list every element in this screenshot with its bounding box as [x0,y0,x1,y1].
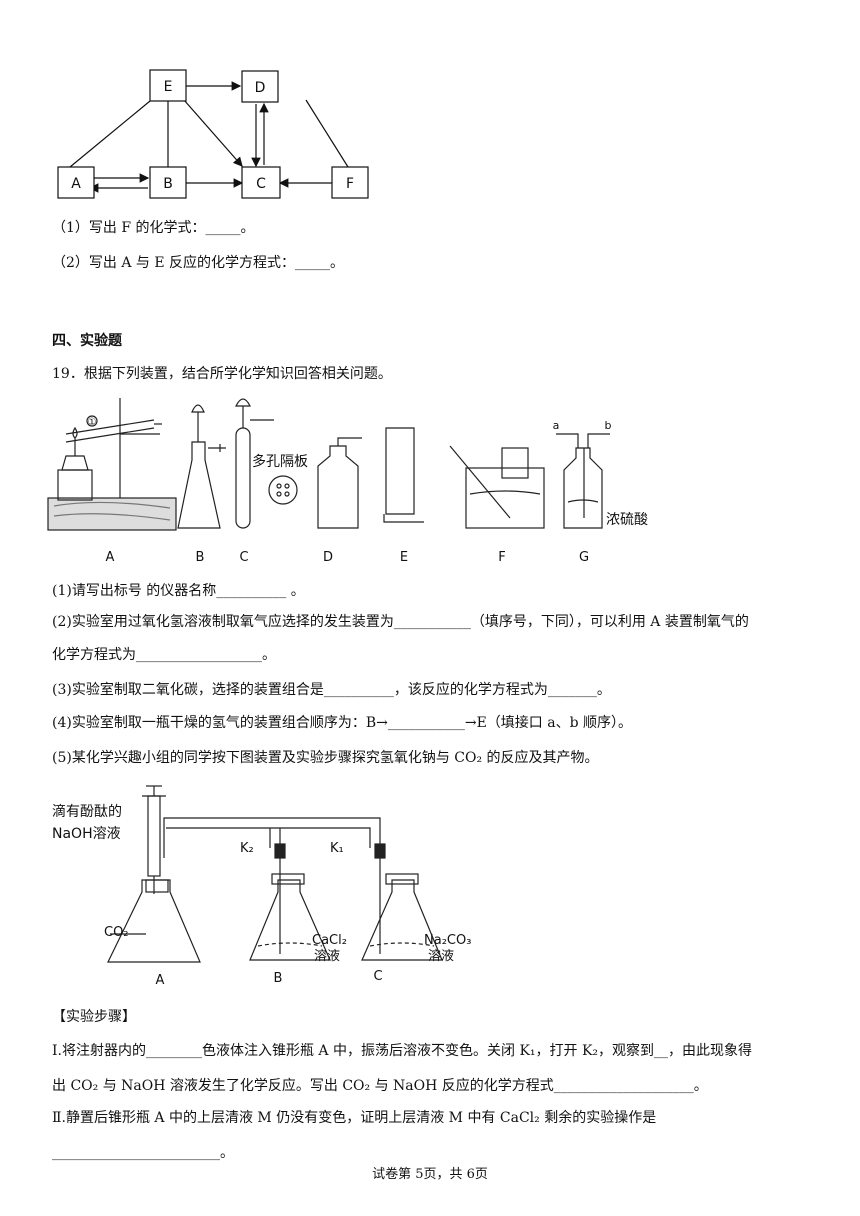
apparatus-label: C [239,550,248,565]
na2co3-solution-label: 溶液 [428,949,454,964]
apparatus-label: F [498,550,505,565]
na2co3-label: Na₂CO₃ [424,933,471,948]
step-i-line2: 出 CO₂ 与 NaOH 溶液发生了化学反应。写出 CO₂ 与 NaOH 反应的… [52,1078,708,1094]
node-label: D [255,80,266,96]
step-ii-line2: ________________________。 [52,1145,234,1161]
steps-title: 【实验步骤】 [52,1009,136,1025]
node-label: F [346,176,354,192]
q18-part1: （1）写出 F 的化学式：_____。 [52,220,255,236]
syringe-label-line1: 滴有酚酞的 [52,803,122,820]
q19-sub2b: 化学方程式为__________________。 [52,647,276,663]
node-F [331,166,369,199]
q19-sub4: (4)实验室制取一瓶干燥的氢气的装置组合顺序为：B→___________→E（… [52,715,633,731]
label-conc-acid: 浓硫酸 [606,512,648,528]
port-label-b: b [605,419,612,432]
step-ii-line1: Ⅱ.静置后锥形瓶 A 中的上层清液 M 仍没有变色，证明上层清液 M 中有 Ca… [52,1110,657,1126]
flask-label: A [156,973,165,988]
relation-diagram: E D A B C F [57,69,369,199]
cacl2-solution-label: 溶液 [314,949,340,964]
node-label: A [71,176,81,192]
cacl2-label: CaCl₂ [312,933,347,948]
node-label: C [256,176,266,192]
label-porous-plate: 多孔隔板 [252,453,308,470]
node-label: E [164,79,173,95]
q18-part2: （2）写出 A 与 E 反应的化学方程式：_____。 [52,255,345,271]
step-i-line1: Ⅰ.将注射器内的________色液体注入锥形瓶 A 中，振荡后溶液不变色。关闭… [52,1043,753,1059]
q19-sub1: (1)请写出标号 的仪器名称__________ 。 [52,583,305,599]
q19-sub5: (5)某化学兴趣小组的同学按下图装置及实验步骤探究氢氧化钠与 CO₂ 的反应及其… [52,750,599,766]
label-marker-1: ① [88,417,97,428]
port-label-a: a [553,419,560,432]
apparatus-label: G [579,550,589,565]
syringe-label-line2: NaOH溶液 [52,826,121,842]
co2-label: CO₂ [104,925,129,940]
q19-sub3: (3)实验室制取二氧化碳，选择的装置组合是__________，该反应的化学方程… [52,682,611,698]
apparatus-label: E [400,550,408,565]
node-label: B [163,176,173,192]
reaction-figure: 滴有酚酞的 NaOH溶液 K₂ K₁ CO₂ CaCl₂ 溶液 Na₂CO₃ 溶… [52,785,471,988]
node-C [241,166,281,199]
node-B [149,166,187,199]
valve-k1-label: K₁ [330,841,344,856]
section-heading: 四、实验题 [52,333,122,349]
q19-sub2a: (2)实验室用过氧化氢溶液制取氧气应选择的发生装置为___________（填序… [52,614,749,630]
flask-label: B [274,971,283,986]
valve-k2-label: K₂ [240,841,254,856]
q19-stem: 19．根据下列装置，结合所学化学知识回答相关问题。 [52,366,392,382]
flask-label: C [373,969,382,984]
apparatus-label: B [196,550,205,565]
node-E [149,69,187,102]
page-footer: 试卷第 5页，共 6页 [372,1167,488,1182]
apparatus-label: D [323,550,333,565]
apparatus-label: A [106,550,115,565]
node-A [57,166,95,199]
apparatus-figure: ① A B C D E F G a b 多孔隔板 浓硫酸 [47,398,648,565]
node-D [241,70,279,103]
